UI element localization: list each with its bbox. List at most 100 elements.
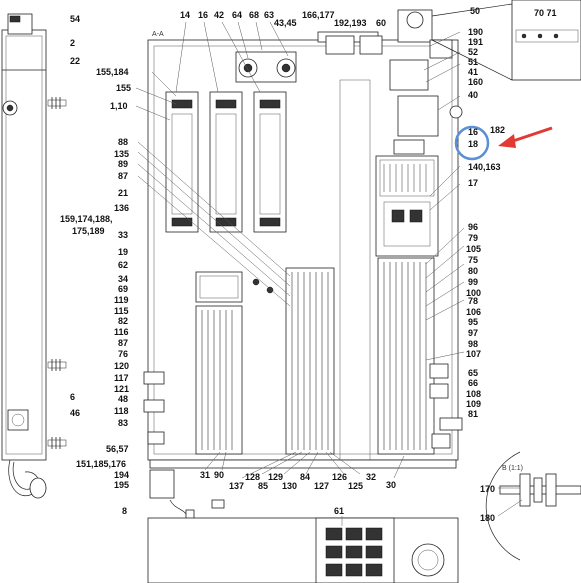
- part-label: 98: [468, 339, 478, 349]
- part-label: 140,163: [468, 162, 501, 172]
- part-label: 121: [114, 384, 129, 394]
- part-label: 116: [114, 327, 129, 337]
- terminal-strip-left: [195, 271, 274, 455]
- detail-view-b: [485, 451, 581, 561]
- part-label: 40: [468, 90, 478, 100]
- part-label: 84: [300, 472, 310, 482]
- part-label: 194: [114, 470, 129, 480]
- side-door-panel: [1, 13, 67, 499]
- part-label: 130: [282, 481, 297, 491]
- part-label: 166,177: [302, 10, 335, 20]
- part-label: 87: [118, 171, 128, 181]
- view-title-b: B (1:1): [502, 465, 523, 472]
- part-label: 81: [468, 409, 478, 419]
- part-label: 126: [332, 472, 347, 482]
- part-label: 18: [468, 139, 478, 149]
- part-label: 32: [366, 472, 376, 482]
- part-label: 51: [468, 57, 478, 67]
- part-label: 33: [118, 230, 128, 240]
- terminal-strip-right: [377, 257, 435, 455]
- labels-bottom: 31 90 137 128 85 129 130 84 127 126 125 …: [200, 470, 396, 516]
- part-label: 69: [118, 284, 128, 294]
- part-label: 75: [468, 255, 478, 265]
- part-label: 41: [468, 67, 478, 77]
- part-label: 190: [468, 27, 483, 37]
- part-label: 78: [468, 296, 478, 306]
- part-label: 17: [468, 178, 478, 188]
- part-label: 30: [386, 480, 396, 490]
- part-label: 88: [118, 137, 128, 147]
- left-glands: [143, 371, 165, 445]
- part-label: 155,184: [96, 67, 129, 77]
- part-label: 105: [466, 244, 481, 254]
- part-label: 22: [70, 56, 80, 66]
- part-label: 8: [122, 506, 127, 516]
- part-label: 80: [468, 266, 478, 276]
- part-label: 117: [114, 373, 129, 383]
- part-label: 115: [114, 306, 129, 316]
- part-label: 129: [268, 472, 283, 482]
- part-label: 48: [118, 394, 128, 404]
- part-label: 136: [114, 203, 129, 213]
- part-label: 6: [70, 392, 75, 402]
- part-label: 68: [249, 10, 259, 20]
- part-label: 54: [70, 14, 80, 24]
- part-label: 43,45: [274, 18, 297, 28]
- part-label: 70 71: [534, 8, 557, 18]
- labels-right: 190 191 52 51 41 160 40 182 16 18 140,16…: [466, 27, 505, 523]
- part-label: 61: [334, 506, 344, 516]
- part-label: 65: [468, 368, 478, 378]
- part-label: 170: [480, 484, 495, 494]
- part-label: 1,10: [110, 101, 128, 111]
- part-label: 56,57: [106, 444, 129, 454]
- part-label: 46: [70, 408, 80, 418]
- part-label: 21: [118, 188, 128, 198]
- part-label: 79: [468, 233, 478, 243]
- part-label: 191: [468, 37, 483, 47]
- highlight-circle: [454, 125, 490, 161]
- part-label: 19: [118, 247, 128, 257]
- part-label: 182: [490, 125, 505, 135]
- part-label: 135: [114, 149, 129, 159]
- part-label: 52: [468, 47, 478, 57]
- part-label: 82: [118, 316, 128, 326]
- part-label: 97: [468, 328, 478, 338]
- part-label: 31: [200, 470, 210, 480]
- part-label: 160: [468, 77, 483, 87]
- part-label: 50: [470, 6, 480, 16]
- part-label: 85: [258, 481, 268, 491]
- part-label: 42: [214, 10, 224, 20]
- part-label: 66: [468, 378, 478, 388]
- part-label: 137: [229, 481, 244, 491]
- part-label: 120: [114, 361, 129, 371]
- part-label: 96: [468, 222, 478, 232]
- part-label: 2: [70, 38, 75, 48]
- part-label: 83: [118, 418, 128, 428]
- detail-view-top: [431, 0, 581, 81]
- part-label: 34: [118, 274, 128, 284]
- part-label: 128: [245, 472, 260, 482]
- view-title-a-a: A-A: [152, 31, 164, 38]
- top-connectors: [235, 9, 453, 83]
- part-label: 16: [468, 127, 478, 137]
- part-label: 87: [118, 338, 128, 348]
- part-label: 175,189: [72, 226, 105, 236]
- part-label: 14: [180, 10, 190, 20]
- part-label: 195: [114, 480, 129, 490]
- fuse-holders: [165, 91, 287, 233]
- labels-left-outer: 54 2 22 6 46: [70, 14, 80, 418]
- part-label: 108: [466, 389, 481, 399]
- part-label: 63: [264, 10, 274, 20]
- labels-top: 14 16 42 64 68 63 43,45 166,177 192,193 …: [180, 6, 557, 28]
- part-label: 125: [348, 481, 363, 491]
- part-label: 16: [198, 10, 208, 20]
- part-label: 100: [466, 288, 481, 298]
- part-label: 151,185,176: [76, 459, 126, 469]
- part-label: 89: [118, 159, 128, 169]
- part-label: 64: [232, 10, 242, 20]
- part-label: 76: [118, 349, 128, 359]
- part-label: 118: [114, 406, 129, 416]
- leader-lines: [135, 21, 523, 526]
- pointer-arrow: [498, 126, 553, 148]
